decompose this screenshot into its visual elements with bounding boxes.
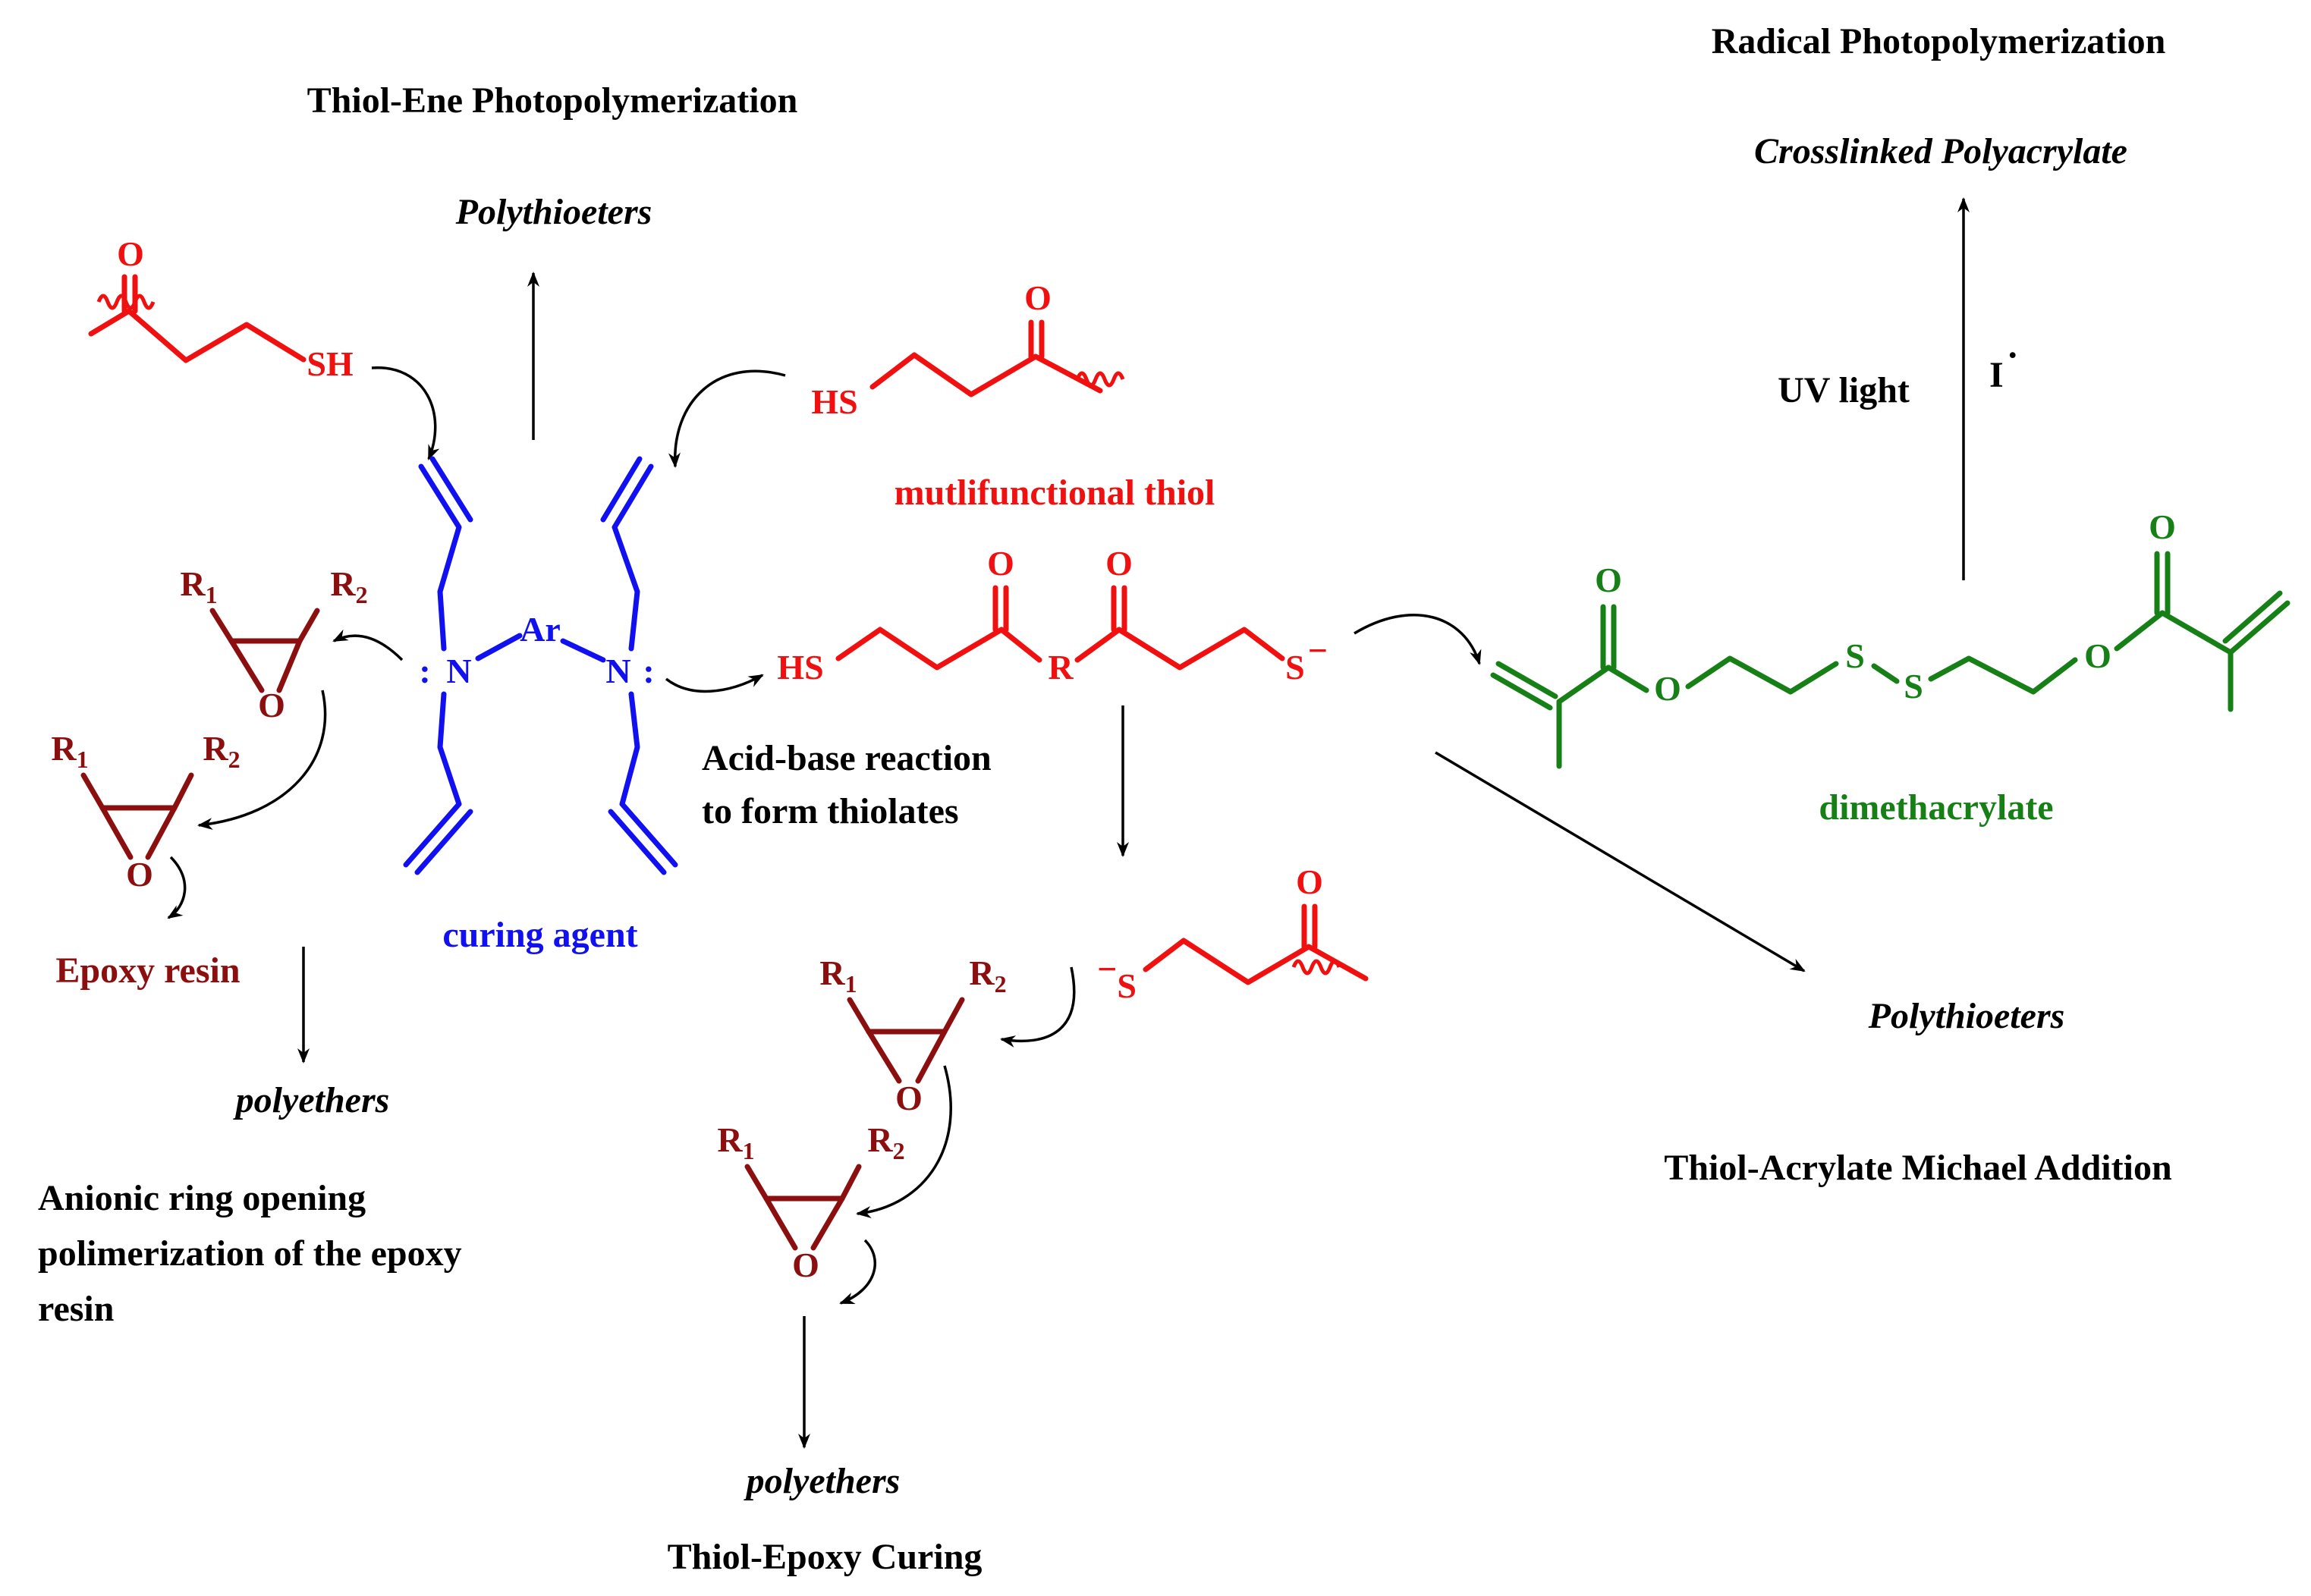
substituent-r2: R2 xyxy=(867,1120,904,1164)
epoxide-ring xyxy=(744,1164,862,1251)
atom-o: O xyxy=(1296,862,1323,901)
thiol-fragment-top-right xyxy=(869,319,1125,397)
dimethacrylate-molecule xyxy=(1490,551,2291,769)
allyl-arm xyxy=(612,463,654,652)
thiol-fragment-top-left xyxy=(88,274,307,363)
atom-s: S xyxy=(1904,667,1923,705)
vinyl-double-bond xyxy=(2228,600,2291,655)
epoxide-ring xyxy=(847,997,965,1084)
n-ar-bond xyxy=(475,633,523,661)
product-polyethers-bottom: polyethers xyxy=(744,1461,901,1501)
substituent-r2: R2 xyxy=(330,564,367,608)
product-polythioeters-right: Polythioeters xyxy=(1868,996,2065,1036)
thiol-chain xyxy=(88,308,307,363)
thiol-chain-left xyxy=(835,627,1042,671)
curing-agent-molecule xyxy=(403,456,678,875)
thiol-chain xyxy=(1143,938,1369,985)
label-uv-light: UV light xyxy=(1778,370,1910,410)
thiol-chain-right xyxy=(1074,627,1285,671)
curved-arrow-thiolate-to-epoxide xyxy=(1000,966,1076,1048)
title-thiol-ene-photopolymerization: Thiol-Ene Photopolymerization xyxy=(307,80,798,121)
atom-n: N xyxy=(446,652,471,690)
vinyl-double-bond xyxy=(1495,661,1558,699)
atom-o: O xyxy=(2084,636,2111,675)
title-anionic-line-2: polimerization of the epoxy xyxy=(38,1233,462,1274)
product-crosslinked-polyacrylate: Crosslinked Polyacrylate xyxy=(1754,131,2127,171)
label-initiator-radical: I· xyxy=(1989,335,2019,395)
title-thiol-epoxy-curing: Thiol-Epoxy Curing xyxy=(668,1537,983,1577)
atom-o: O xyxy=(895,1079,923,1117)
atom-o: O xyxy=(2149,507,2176,546)
atom-o: O xyxy=(792,1246,819,1284)
substituent-r2: R2 xyxy=(203,729,240,773)
substituent-r1: R1 xyxy=(717,1120,754,1164)
negative-charge: − xyxy=(1308,631,1328,670)
initiator-letter: I xyxy=(1989,355,2004,395)
wavy-bond xyxy=(1075,371,1125,388)
substituent-r1: R1 xyxy=(51,729,88,773)
atom-o: O xyxy=(258,686,285,724)
atom-o: O xyxy=(117,234,144,273)
atom-s-thiolate: S− xyxy=(1285,631,1328,686)
thiol-chain xyxy=(869,352,1103,397)
label-multifunctional-thiol: mutlifunctional thiol xyxy=(895,473,1215,513)
atom-ar: Ar xyxy=(520,610,561,649)
atom-sh: SH xyxy=(307,344,354,383)
atom-r: R xyxy=(1048,648,1074,686)
title-anionic-line-1: Anionic ring opening xyxy=(38,1178,366,1218)
epoxide-ring xyxy=(209,608,320,693)
allyl-arm xyxy=(403,691,462,868)
product-polyethers-left: polyethers xyxy=(233,1080,390,1120)
curved-arrow-epoxide-chain xyxy=(197,690,327,830)
atom-hs: HS xyxy=(777,648,823,686)
atom-hs: HS xyxy=(811,382,857,421)
multifunctional-thiol-molecule xyxy=(835,585,1285,671)
negative-charge: − xyxy=(1097,950,1117,988)
curved-arrow-n-to-hs xyxy=(665,674,764,693)
atom-o: O xyxy=(1595,561,1622,599)
label-acid-base-line-2: to form thiolates xyxy=(702,791,959,831)
wavy-bond xyxy=(1291,959,1341,976)
curved-arrow-epoxide-o-bottom xyxy=(839,1239,877,1305)
substituent-r1: R1 xyxy=(180,564,217,608)
atom-o: O xyxy=(1024,278,1052,317)
title-radical-photopolymerization: Radical Photopolymerization xyxy=(1712,21,2166,61)
curved-arrow-thiolate-to-methacrylate xyxy=(1354,613,1482,665)
atom-n-lone-pair: : xyxy=(419,652,430,690)
label-acid-base-line-1: Acid-base reaction xyxy=(702,738,992,778)
atom-o: O xyxy=(126,855,153,894)
ar-n-bond xyxy=(560,638,606,663)
thiolate-fragment xyxy=(1143,903,1369,985)
atom-s: S xyxy=(1845,636,1865,675)
initiator-radical-dot: · xyxy=(2007,335,2019,375)
atom-o: O xyxy=(1105,544,1133,583)
label-dimethacrylate: dimethacrylate xyxy=(1819,787,2053,828)
arrow-to-polythioeters-right xyxy=(1435,751,1806,972)
substituent-r1: R1 xyxy=(819,954,857,998)
label-epoxy-resin: Epoxy resin xyxy=(55,950,240,991)
allyl-arm xyxy=(619,691,678,868)
curved-arrow-sh-to-alkene-right xyxy=(668,369,786,468)
title-thiol-acrylate-michael-addition: Thiol-Acrylate Michael Addition xyxy=(1664,1148,2171,1188)
curved-arrow-n-to-epoxide xyxy=(332,629,404,661)
title-anionic-line-3: resin xyxy=(38,1289,114,1329)
atom-o: O xyxy=(1654,669,1681,708)
atom-n-lone-pair: : xyxy=(643,652,654,690)
substituent-r2: R2 xyxy=(969,954,1006,998)
curved-arrow-epoxide-o-final xyxy=(167,856,187,919)
epoxide-ring xyxy=(80,772,194,860)
disulfide-linker xyxy=(1685,655,1839,695)
allyl-arm xyxy=(418,463,462,652)
atom-o: O xyxy=(987,544,1014,583)
curved-arrow-sh-to-alkene-left xyxy=(371,366,440,460)
atom-s-thiolate: −S xyxy=(1097,950,1137,1005)
atom-n: N xyxy=(605,652,630,690)
curved-arrow-epoxide-chain-bottom xyxy=(856,1065,952,1218)
label-curing-agent: curing agent xyxy=(442,915,637,955)
product-polythioeters-top: Polythioeters xyxy=(455,192,652,232)
